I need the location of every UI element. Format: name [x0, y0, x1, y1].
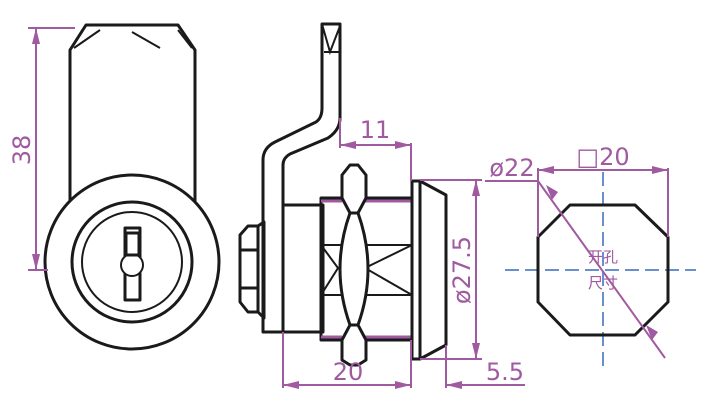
height-label: 38	[8, 135, 36, 166]
height-dimension: 38	[8, 27, 75, 271]
hole-flat-label: □20	[576, 143, 629, 171]
cutout-view: □20 ø22 开孔 尺寸	[485, 143, 696, 368]
side-view	[238, 22, 448, 367]
hole-diameter-label: ø22	[489, 154, 534, 182]
body-length-label: 20	[333, 358, 364, 386]
front-view	[43, 23, 221, 351]
cutout-label-line1: 开孔	[588, 248, 618, 266]
flange-diameter-label: ø27.5	[448, 236, 476, 304]
cam-offset-dimension: 11	[339, 116, 412, 181]
length-dimensions: 20 5.5	[282, 332, 525, 389]
cutout-label-line2: 尺寸	[588, 274, 618, 292]
flange-diameter-dimension: ø27.5	[420, 179, 482, 360]
flange-thickness-label: 5.5	[486, 358, 524, 386]
cam-offset-label: 11	[360, 116, 391, 144]
